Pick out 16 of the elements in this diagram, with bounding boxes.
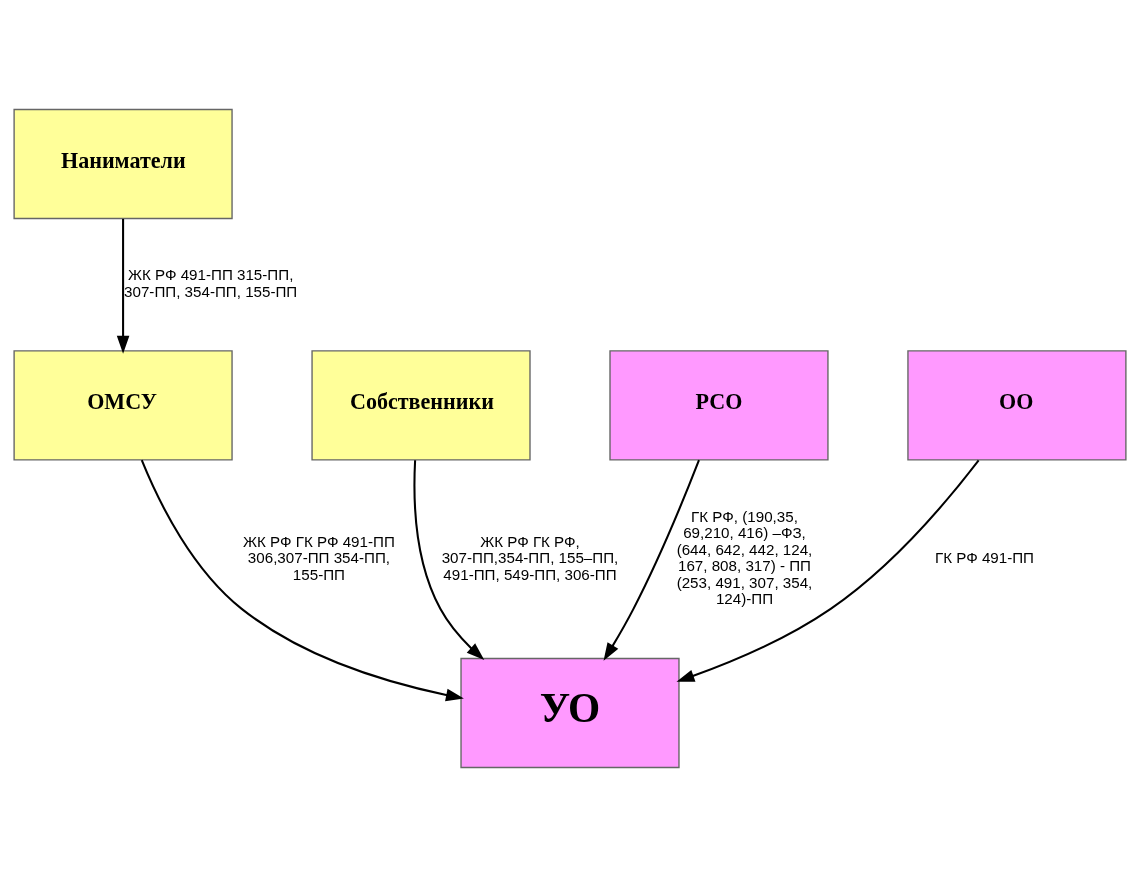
node-box: ОМСУ: [13, 350, 233, 461]
edge-label: ЖК РФ 491-ПП 315-ПП, 307-ПП, 354-ПП, 155-ПП: [124, 266, 298, 300]
arrow: [603, 459, 700, 661]
edge-label: ЖК РФ ГК РФ, 307-ПП,354-ПП, 155–ПП, 491-ПП, 549-ПП, 306-ПП: [441, 532, 619, 583]
node-box: УО: [460, 657, 680, 769]
node-box: РСО: [609, 350, 829, 461]
edge-label: ЖК РФ ГК РФ 491-ПП 306,307-ПП 354-ПП, 155-ПП: [243, 532, 395, 583]
node-box: Собственники: [311, 350, 531, 461]
arrow: [116, 218, 130, 354]
arrow: [140, 459, 464, 702]
edge-label: ГК РФ 491-ПП: [934, 549, 1035, 567]
arrow: [676, 459, 980, 682]
node-box: Наниматели: [13, 108, 233, 220]
arrow: [413, 460, 485, 661]
node-box: ОО: [907, 350, 1127, 461]
edge-label: ГК РФ, (190,35, 69,210, 416) –ФЗ, (644, 642, 442, 124, 167, 808, 317) - ПП (253, 491, 307, 354, 124)-ПП: [676, 507, 813, 608]
